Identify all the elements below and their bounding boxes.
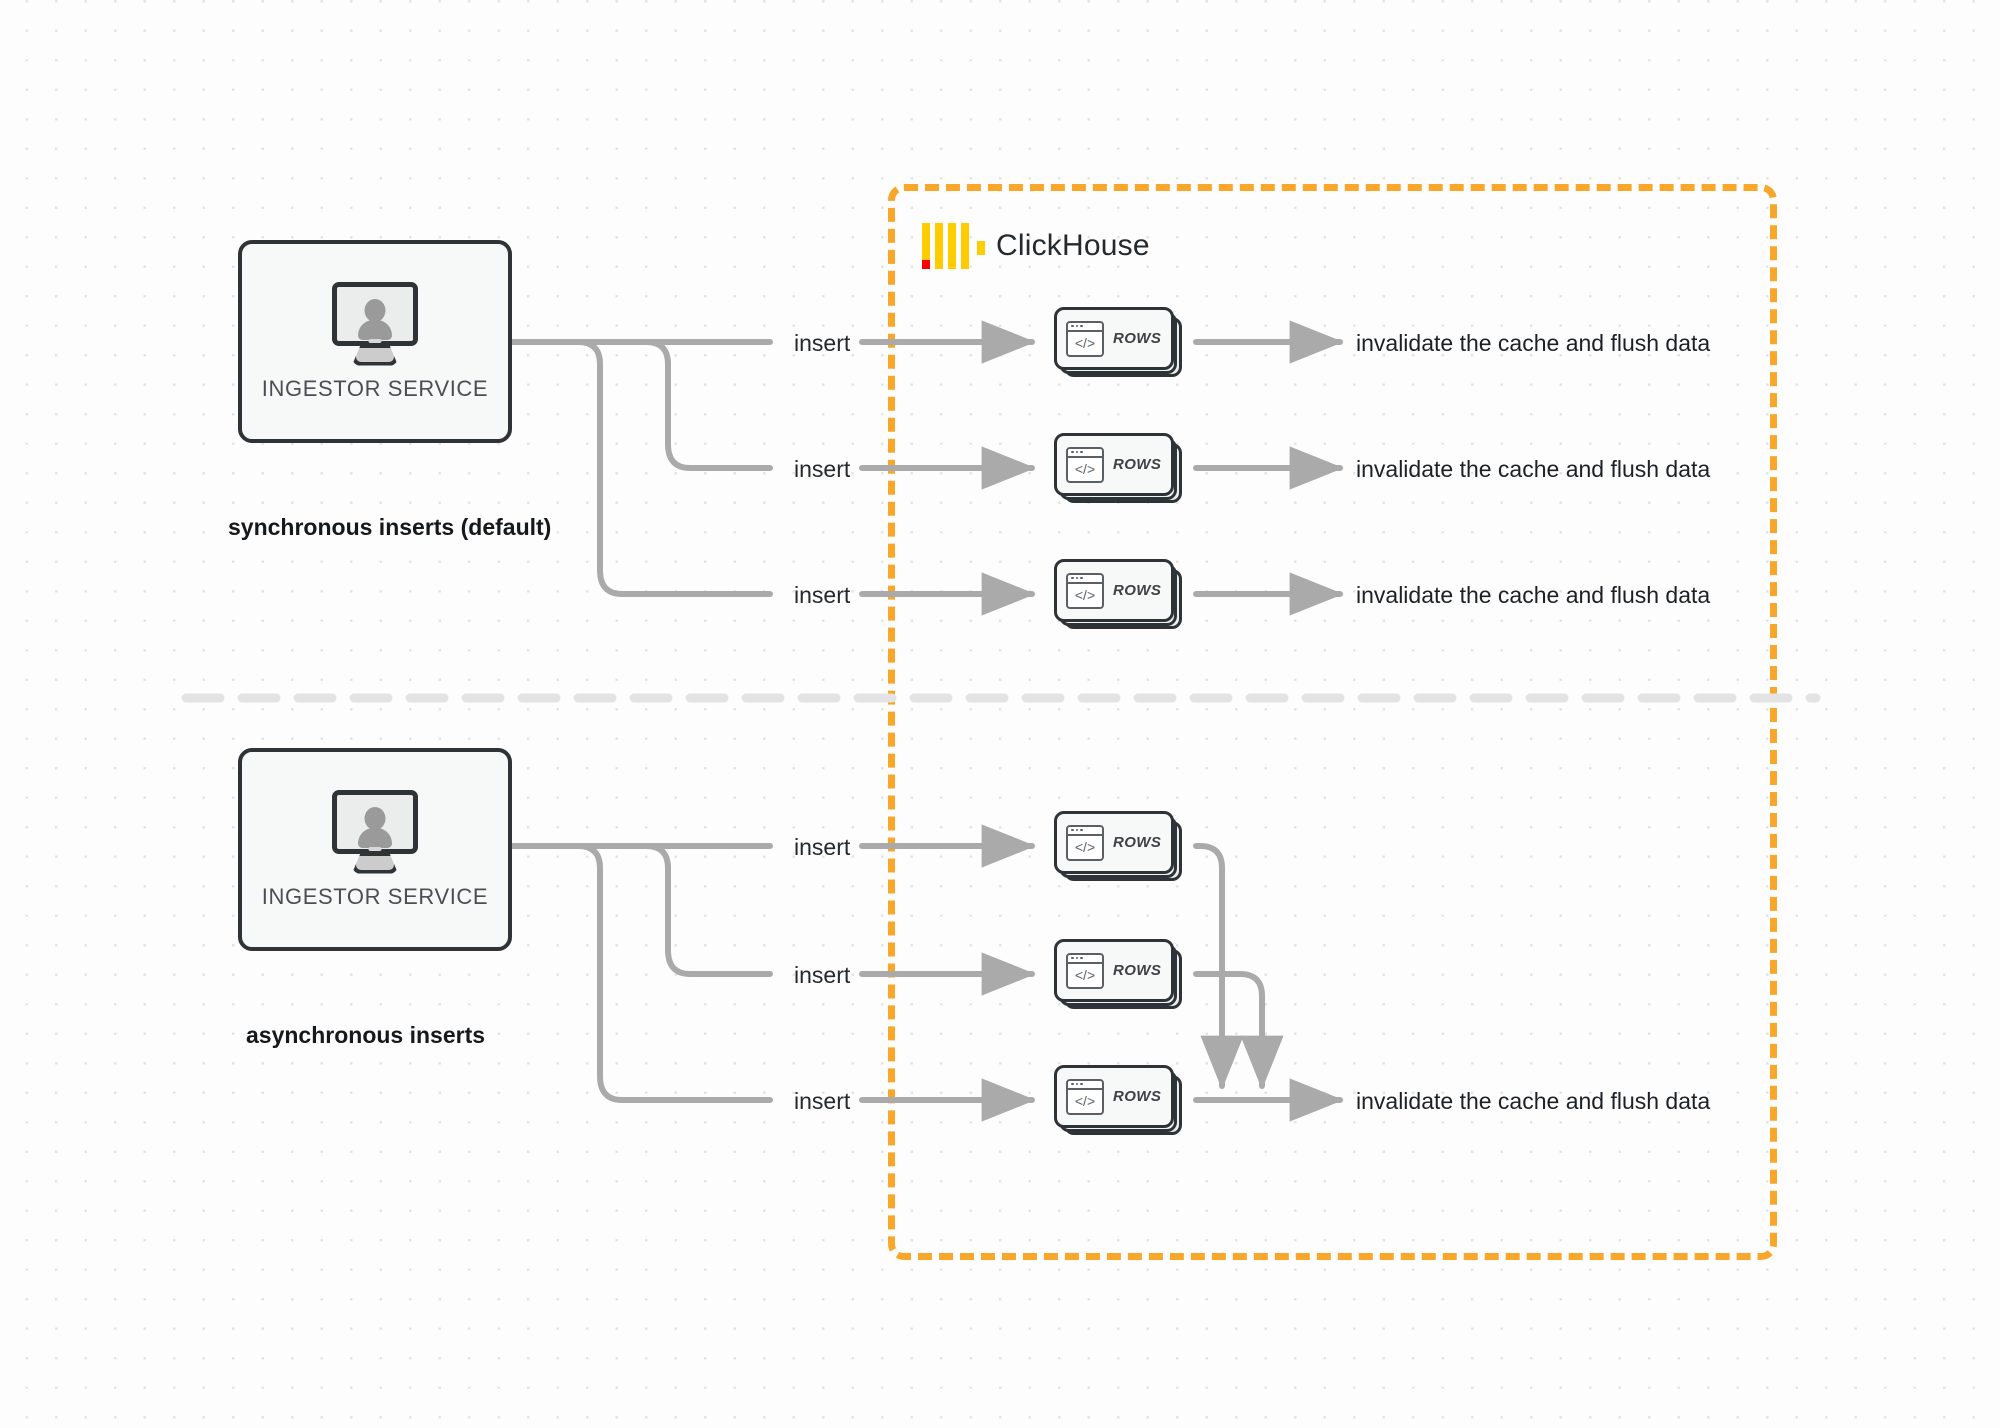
sync-branch-3 [509,339,773,597]
insert-label-sync-2: insert [794,456,851,482]
code-window-icon: </> [1066,1078,1104,1115]
clickhouse-label: ClickHouse [996,229,1150,262]
insert-label-async-3: insert [794,1088,851,1114]
rows-node-label: ROWS [1113,1088,1162,1105]
rows-node-label: ROWS [1113,582,1162,599]
insert-label-sync-1: insert [794,330,851,356]
rows-node-label: ROWS [1113,456,1162,473]
rows-node-sync-1[interactable]: </> ROWS [1054,307,1182,377]
caption-asynchronous: asynchronous inserts [246,1022,486,1048]
rows-node-label: ROWS [1113,330,1162,347]
code-window-icon: </> [1066,824,1104,861]
rows-node-label: ROWS [1113,962,1162,979]
rows-node-sync-3[interactable]: </> ROWS [1054,559,1182,629]
outcome-label-sync-1: invalidate the cache and flush data [1356,330,1711,356]
rows-node-label: ROWS [1113,834,1162,851]
async-branch-2 [509,843,773,977]
insert-label-async-1: insert [794,834,851,860]
clickhouse-logo-icon [922,223,985,269]
ingestor-service-async[interactable]: INGESTOR SERVICE [238,748,512,951]
rows-node-async-1[interactable]: </> ROWS [1054,811,1182,881]
insert-label-async-2: insert [794,962,851,988]
clickhouse-boundary [888,184,1777,1260]
ingestor-service-label-sync: INGESTOR SERVICE [261,375,489,401]
outcome-label-sync-3: invalidate the cache and flush data [1356,582,1711,608]
code-window-icon: </> [1066,446,1104,483]
code-window-icon: </> [1066,572,1104,609]
ingestor-service-sync[interactable]: INGESTOR SERVICE [238,240,512,443]
sync-branch-2 [509,339,773,471]
ingestor-service-label-async: INGESTOR SERVICE [261,883,489,909]
outcome-label-async-merged: invalidate the cache and flush data [1356,1088,1711,1114]
code-window-icon: </> [1066,952,1104,989]
insert-label-sync-3: insert [794,582,851,608]
clickhouse-brand: ClickHouse [922,216,1150,276]
monitor-user-icon [328,789,422,874]
rows-node-sync-2[interactable]: </> ROWS [1054,433,1182,503]
rows-node-async-2[interactable]: </> ROWS [1054,939,1182,1009]
outcome-label-sync-2: invalidate the cache and flush data [1356,456,1711,482]
monitor-user-icon [328,281,422,366]
caption-synchronous: synchronous inserts (default) [228,514,552,540]
code-window-icon: </> [1066,320,1104,357]
rows-node-async-3[interactable]: </> ROWS [1054,1065,1182,1135]
async-branch-3 [509,843,773,1103]
